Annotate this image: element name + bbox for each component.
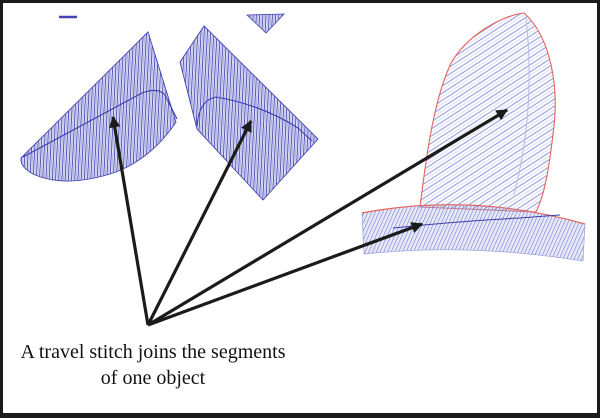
arrow-to-right-chevron <box>146 119 253 326</box>
caption: A travel stitch joins the segments of on… <box>3 339 303 391</box>
left-chevron-segment <box>20 31 177 182</box>
petal-center-stitch <box>513 17 530 196</box>
top-edge-triangle-segment <box>246 13 285 34</box>
travel-stitch-band <box>392 214 561 229</box>
caption-line-1: A travel stitch joins the segments <box>20 341 286 363</box>
travel-stitch-left-chevron <box>22 89 178 158</box>
petal-segment <box>419 12 556 213</box>
right-chevron-segment <box>179 25 319 201</box>
arrow-to-petal <box>147 108 508 327</box>
travel-stitch-right-chevron <box>196 96 313 142</box>
arrow-to-left-chevron <box>109 115 150 326</box>
arrow-to-band <box>147 222 424 327</box>
curved-band-red-edge <box>361 204 586 225</box>
embroidery-canvas <box>20 12 586 327</box>
annotation-arrows <box>109 108 508 327</box>
caption-line-2: of one object <box>100 367 206 389</box>
